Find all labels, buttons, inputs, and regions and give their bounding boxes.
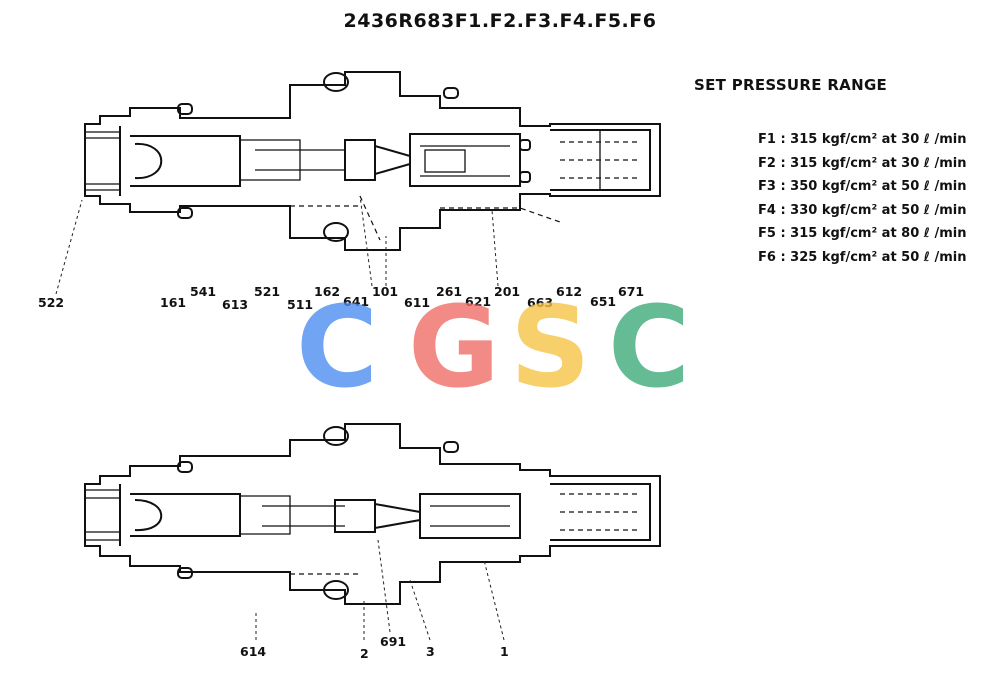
page-title: 2436R683F1.F2.F3.F4.F5.F6 [343, 10, 657, 32]
pressure-item-f2: F2 : 315 kgf/cm² at 30 ℓ /min [758, 155, 967, 171]
set-pressure-list: F1 : 315 kgf/cm² at 30 ℓ /min F2 : 315 k… [758, 128, 998, 269]
part-label-161: 161 [160, 295, 186, 310]
part-label-3: 3 [426, 644, 435, 659]
top-valve-drawing [84, 71, 661, 251]
watermark-letter-s: S [510, 283, 591, 413]
part-label-1: 1 [500, 644, 509, 659]
part-label-611: 611 [404, 295, 430, 310]
part-label-2: 2 [360, 646, 369, 661]
part-label-511: 511 [287, 297, 313, 312]
set-pressure-range-panel: SET PRESSURE RANGE F1 : 315 kgf/cm² at 3… [694, 76, 966, 265]
part-label-201: 201 [494, 284, 520, 299]
top-part-labels: 522 161 541 613 521 511 162 641 101 611 … [38, 284, 644, 312]
part-label-641: 641 [343, 294, 369, 309]
pressure-item-f3: F3 : 350 kgf/cm² at 50 ℓ /min [758, 179, 967, 194]
part-label-541: 541 [190, 284, 216, 299]
watermark-letter-c1: C [296, 283, 378, 413]
watermark-letter-g: G [408, 283, 500, 413]
part-label-612: 612 [556, 284, 582, 299]
pressure-item-f1: F1 : 315 kgf/cm² at 30 ℓ /min [758, 132, 967, 147]
bottom-part-labels: 614 2 691 3 1 [240, 634, 509, 661]
pressure-item-f6: F6 : 325 kgf/cm² at 50 ℓ /min [758, 249, 967, 265]
top-leader-lines [55, 195, 499, 295]
part-label-663: 663 [527, 295, 553, 310]
watermark-logo: C G S C [296, 283, 690, 413]
part-label-522: 522 [38, 295, 64, 310]
part-label-521: 521 [254, 284, 280, 299]
part-label-614: 614 [240, 644, 266, 659]
part-label-101: 101 [372, 284, 398, 299]
part-label-671: 671 [618, 284, 644, 299]
part-label-162: 162 [314, 284, 340, 299]
part-label-651: 651 [590, 294, 616, 309]
pressure-item-f5: F5 : 315 kgf/cm² at 80 ℓ /min [758, 226, 967, 241]
part-label-621: 621 [465, 294, 491, 309]
part-label-691: 691 [380, 634, 406, 649]
part-label-261: 261 [436, 284, 462, 299]
part-label-613: 613 [222, 297, 248, 312]
bottom-leader-lines [255, 539, 505, 641]
watermark-letter-c2: C [608, 283, 690, 413]
pressure-item-f4: F4 : 330 kgf/cm² at 50 ℓ /min [758, 202, 967, 218]
set-pressure-range-heading: SET PRESSURE RANGE [694, 76, 888, 94]
bottom-valve-drawing [84, 423, 661, 605]
